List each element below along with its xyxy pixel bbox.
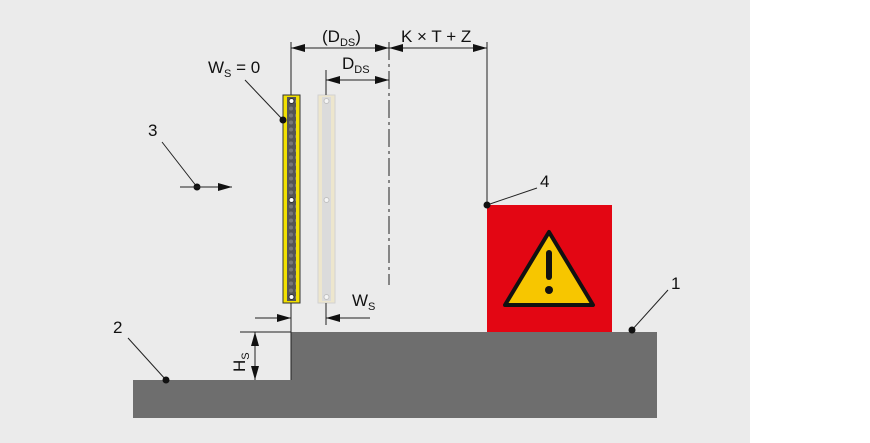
light-curtain-active (282, 94, 301, 304)
callout-2: 2 (113, 318, 170, 384)
hazard-machine (487, 205, 612, 332)
callout-3: 3 (148, 121, 232, 191)
light-curtain-ghost (317, 94, 336, 304)
svg-text:4: 4 (540, 172, 549, 191)
label-ws-zero: WS = 0 (208, 58, 260, 80)
label-formula: K × T + Z (401, 27, 471, 46)
svg-text:3: 3 (148, 121, 157, 140)
dimension-lines (240, 42, 488, 380)
svg-text:2: 2 (113, 318, 122, 337)
floor-step (133, 332, 657, 418)
callout-1: 1 (628, 274, 680, 334)
callout-ws-zero-leader (244, 79, 287, 124)
label-dds: DDS (342, 54, 370, 76)
callout-4: 4 (483, 172, 549, 209)
label-hs: HS (230, 352, 252, 372)
label-ws: WS (352, 291, 375, 313)
svg-text:1: 1 (671, 274, 680, 293)
label-dds-paren: (DDS) (322, 27, 361, 49)
